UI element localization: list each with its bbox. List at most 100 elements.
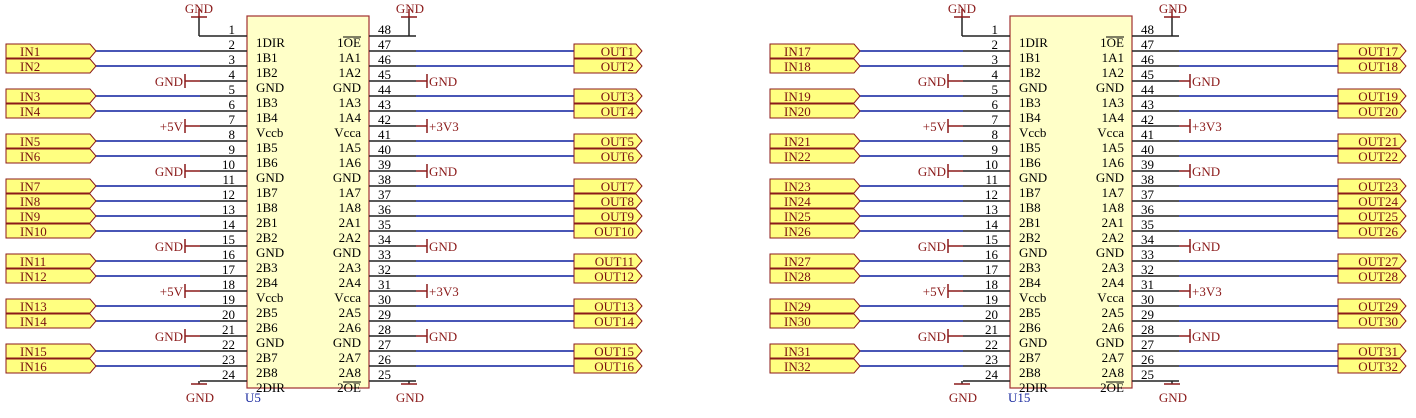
port-shape[interactable] — [5, 298, 97, 314]
ic-body[interactable] — [1009, 15, 1133, 389]
port-shape[interactable] — [5, 133, 97, 149]
output-port-out10[interactable]: OUT10 — [573, 223, 643, 239]
port-shape[interactable] — [769, 208, 861, 224]
port-shape[interactable] — [573, 103, 643, 119]
output-port-out24[interactable]: OUT24 — [1337, 193, 1407, 209]
port-shape[interactable] — [1337, 268, 1407, 284]
output-port-out26[interactable]: OUT26 — [1337, 223, 1407, 239]
input-port-in12[interactable]: IN12 — [5, 268, 97, 284]
input-port-in29[interactable]: IN29 — [769, 298, 861, 314]
port-shape[interactable] — [5, 148, 97, 164]
output-port-out21[interactable]: OUT21 — [1337, 133, 1407, 149]
port-shape[interactable] — [5, 58, 97, 74]
output-port-out11[interactable]: OUT11 — [573, 253, 643, 269]
port-shape[interactable] — [769, 358, 861, 374]
input-port-in20[interactable]: IN20 — [769, 103, 861, 119]
input-port-in3[interactable]: IN3 — [5, 88, 97, 104]
input-port-in8[interactable]: IN8 — [5, 193, 97, 209]
port-shape[interactable] — [1337, 133, 1407, 149]
output-port-out18[interactable]: OUT18 — [1337, 58, 1407, 74]
port-shape[interactable] — [1337, 343, 1407, 359]
output-port-out19[interactable]: OUT19 — [1337, 88, 1407, 104]
port-shape[interactable] — [1337, 253, 1407, 269]
port-shape[interactable] — [573, 43, 643, 59]
port-shape[interactable] — [573, 253, 643, 269]
output-port-out3[interactable]: OUT3 — [573, 88, 643, 104]
port-shape[interactable] — [769, 313, 861, 329]
input-port-in17[interactable]: IN17 — [769, 43, 861, 59]
input-port-in13[interactable]: IN13 — [5, 298, 97, 314]
port-shape[interactable] — [1337, 58, 1407, 74]
input-port-in31[interactable]: IN31 — [769, 343, 861, 359]
output-port-out28[interactable]: OUT28 — [1337, 268, 1407, 284]
output-port-out7[interactable]: OUT7 — [573, 178, 643, 194]
port-shape[interactable] — [769, 88, 861, 104]
port-shape[interactable] — [769, 133, 861, 149]
port-shape[interactable] — [5, 358, 97, 374]
ic-body[interactable] — [246, 15, 370, 389]
input-port-in27[interactable]: IN27 — [769, 253, 861, 269]
input-port-in25[interactable]: IN25 — [769, 208, 861, 224]
port-shape[interactable] — [769, 43, 861, 59]
input-port-in30[interactable]: IN30 — [769, 313, 861, 329]
port-shape[interactable] — [573, 268, 643, 284]
port-shape[interactable] — [573, 58, 643, 74]
port-shape[interactable] — [5, 268, 97, 284]
output-port-out23[interactable]: OUT23 — [1337, 178, 1407, 194]
port-shape[interactable] — [769, 58, 861, 74]
input-port-in5[interactable]: IN5 — [5, 133, 97, 149]
port-shape[interactable] — [769, 343, 861, 359]
port-shape[interactable] — [1337, 313, 1407, 329]
port-shape[interactable] — [769, 103, 861, 119]
port-shape[interactable] — [573, 223, 643, 239]
port-shape[interactable] — [1337, 88, 1407, 104]
output-port-out12[interactable]: OUT12 — [573, 268, 643, 284]
output-port-out14[interactable]: OUT14 — [573, 313, 643, 329]
input-port-in28[interactable]: IN28 — [769, 268, 861, 284]
port-shape[interactable] — [1337, 223, 1407, 239]
port-shape[interactable] — [5, 208, 97, 224]
port-shape[interactable] — [1337, 208, 1407, 224]
output-port-out29[interactable]: OUT29 — [1337, 298, 1407, 314]
output-port-out8[interactable]: OUT8 — [573, 193, 643, 209]
input-port-in23[interactable]: IN23 — [769, 178, 861, 194]
port-shape[interactable] — [769, 193, 861, 209]
output-port-out30[interactable]: OUT30 — [1337, 313, 1407, 329]
input-port-in24[interactable]: IN24 — [769, 193, 861, 209]
port-shape[interactable] — [5, 343, 97, 359]
input-port-in4[interactable]: IN4 — [5, 103, 97, 119]
input-port-in18[interactable]: IN18 — [769, 58, 861, 74]
port-shape[interactable] — [769, 178, 861, 194]
port-shape[interactable] — [573, 178, 643, 194]
port-shape[interactable] — [1337, 178, 1407, 194]
input-port-in2[interactable]: IN2 — [5, 58, 97, 74]
input-port-in9[interactable]: IN9 — [5, 208, 97, 224]
output-port-out5[interactable]: OUT5 — [573, 133, 643, 149]
port-shape[interactable] — [5, 103, 97, 119]
output-port-out1[interactable]: OUT1 — [573, 43, 643, 59]
output-port-out13[interactable]: OUT13 — [573, 298, 643, 314]
input-port-in32[interactable]: IN32 — [769, 358, 861, 374]
output-port-out15[interactable]: OUT15 — [573, 343, 643, 359]
output-port-out17[interactable]: OUT17 — [1337, 43, 1407, 59]
port-shape[interactable] — [573, 148, 643, 164]
input-port-in26[interactable]: IN26 — [769, 223, 861, 239]
port-shape[interactable] — [1337, 103, 1407, 119]
input-port-in22[interactable]: IN22 — [769, 148, 861, 164]
input-port-in21[interactable]: IN21 — [769, 133, 861, 149]
port-shape[interactable] — [769, 223, 861, 239]
input-port-in10[interactable]: IN10 — [5, 223, 97, 239]
output-port-out9[interactable]: OUT9 — [573, 208, 643, 224]
port-shape[interactable] — [5, 193, 97, 209]
port-shape[interactable] — [769, 148, 861, 164]
output-port-out4[interactable]: OUT4 — [573, 103, 643, 119]
input-port-in11[interactable]: IN11 — [5, 253, 97, 269]
port-shape[interactable] — [573, 298, 643, 314]
port-shape[interactable] — [1337, 193, 1407, 209]
input-port-in7[interactable]: IN7 — [5, 178, 97, 194]
port-shape[interactable] — [573, 193, 643, 209]
port-shape[interactable] — [1337, 148, 1407, 164]
input-port-in19[interactable]: IN19 — [769, 88, 861, 104]
input-port-in14[interactable]: IN14 — [5, 313, 97, 329]
port-shape[interactable] — [1337, 358, 1407, 374]
